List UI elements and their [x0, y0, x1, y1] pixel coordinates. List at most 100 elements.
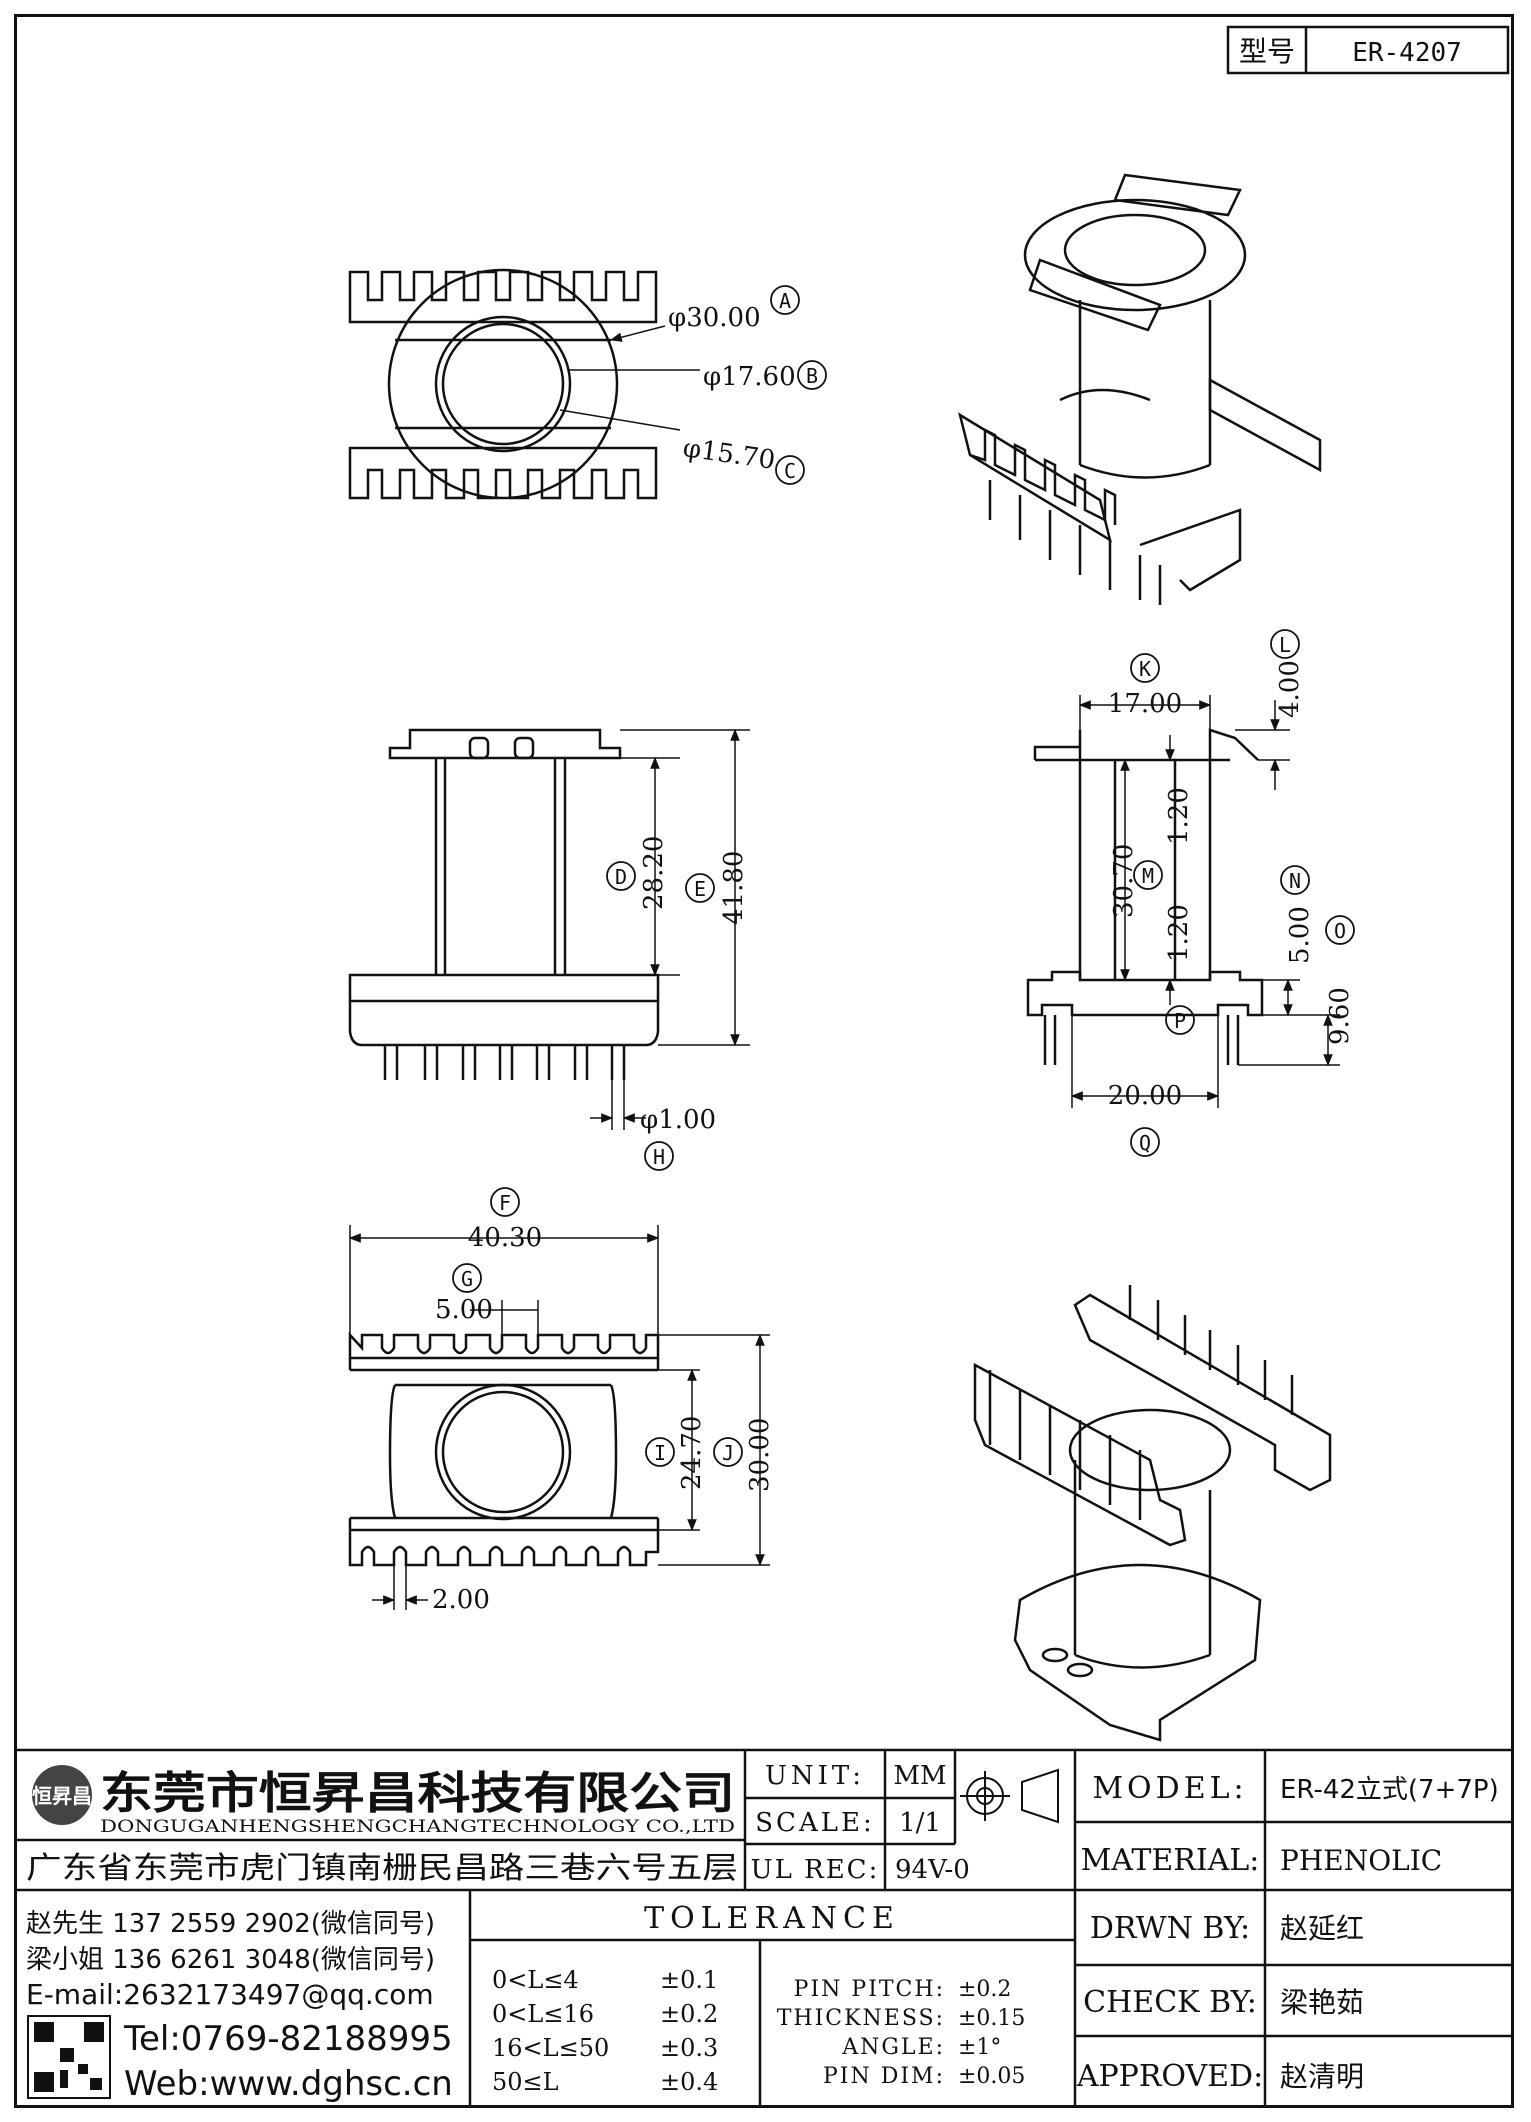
- unit-label: UNIT:: [765, 1761, 865, 1791]
- dim-c: φ15.70: [681, 433, 777, 476]
- tag-b: B: [797, 360, 827, 390]
- svg-text:P: P: [1174, 1009, 1186, 1033]
- thickness-value: ±0.15: [958, 2006, 1025, 2031]
- tag-g: G: [452, 1263, 482, 1293]
- svg-text:F: F: [499, 1191, 511, 1215]
- tag-p: P: [1165, 1005, 1195, 1035]
- material-value: PHENOLIC: [1280, 1844, 1442, 1877]
- dim-h: φ1.00: [640, 1105, 716, 1135]
- pin-dim-value: ±0.05: [958, 2064, 1025, 2089]
- title-block: [14, 1748, 1514, 2108]
- tolerance-extras: PIN PITCH: ±0.2 THICKNESS: ±0.15 ANGLE: …: [777, 1977, 1026, 2089]
- drwn-value: 赵延红: [1280, 1912, 1364, 1945]
- dim-g: 5.00: [435, 1295, 493, 1325]
- svg-text:G: G: [461, 1267, 473, 1291]
- isometric-view-top: [958, 173, 1322, 605]
- dim-q: 20.00: [1108, 1081, 1182, 1111]
- material-label: MATERIAL:: [1081, 1843, 1260, 1878]
- dim-pitch: 2.00: [432, 1585, 490, 1615]
- dim-b: φ17.60: [703, 362, 796, 392]
- pin-pitch-value: ±0.2: [958, 1977, 1011, 2002]
- check-value: 梁艳茹: [1280, 1986, 1364, 2019]
- dim-l: 4.00: [1275, 660, 1305, 718]
- company-name-en: DONGUGANHENGSHENGCHANGTECHNOLOGY CO.,LTD: [100, 1817, 735, 1837]
- company-address: 广东省东莞市虎门镇南栅民昌路三巷六号五层: [26, 1851, 738, 1886]
- scale-value: 1/1: [899, 1808, 941, 1838]
- model-box: 型号 ER-4207: [1226, 25, 1510, 75]
- tolerance-value-4: ±0.4: [660, 2068, 718, 2096]
- approved-label: APPROVED:: [1076, 2059, 1263, 2094]
- tolerance-range-2: 0<L≤16: [492, 2000, 594, 2028]
- contact-1: 赵先生 137 2559 2902(微信同号): [26, 1909, 435, 1939]
- svg-text:J: J: [722, 1441, 734, 1465]
- dim-m-top: 1.20: [1164, 787, 1194, 845]
- tolerance-value-2: ±0.2: [660, 2000, 718, 2028]
- tag-d: D: [606, 861, 636, 891]
- svg-text:H: H: [653, 1145, 665, 1169]
- svg-text:E: E: [694, 877, 706, 901]
- angle-label: ANGLE:: [841, 2035, 945, 2060]
- svg-text:K: K: [1139, 657, 1151, 681]
- tag-j: J: [713, 1437, 743, 1467]
- approved-value: 赵清明: [1280, 2060, 1364, 2093]
- company-logo: 恒昇昌: [32, 1765, 92, 1825]
- contact-web: Web:www.dghsc.cn: [124, 2064, 453, 2104]
- top-view: [348, 268, 700, 500]
- tag-h: H: [644, 1141, 674, 1171]
- ul-label: UL REC:: [751, 1855, 880, 1885]
- tag-m: M: [1133, 860, 1163, 890]
- svg-text:D: D: [615, 865, 627, 889]
- drawing-sheet: [14, 14, 1514, 2108]
- tolerance-range-4: 50≤L: [492, 2068, 559, 2096]
- dim-m: 30.70: [1109, 844, 1139, 918]
- thickness-label: THICKNESS:: [777, 2006, 945, 2031]
- model-value: ER-42立式(7+7P): [1280, 1775, 1499, 1805]
- front-view: [348, 728, 750, 1130]
- tolerance-range-1: 0<L≤4: [492, 1966, 579, 1994]
- model-box-label: 型号: [1239, 35, 1295, 68]
- svg-text:恒昇昌: 恒昇昌: [32, 1784, 92, 1808]
- dim-a: φ30.00: [668, 303, 761, 333]
- pin-pitch-label: PIN PITCH:: [794, 1977, 945, 2002]
- angle-value: ±1°: [958, 2035, 1001, 2060]
- tag-k: K: [1130, 653, 1160, 683]
- dim-o: 9.60: [1325, 987, 1355, 1045]
- tag-i: I: [645, 1437, 675, 1467]
- scale-label: SCALE:: [755, 1808, 875, 1838]
- svg-text:M: M: [1142, 864, 1154, 888]
- drwn-label: DRWN BY:: [1090, 1911, 1250, 1946]
- side-view: [1026, 695, 1340, 1108]
- pin-dim-label: PIN DIM:: [823, 2064, 945, 2089]
- model-label: MODEL:: [1092, 1771, 1247, 1806]
- contact-tel: Tel:0769-82188995: [123, 2019, 453, 2059]
- dim-d: 28.20: [639, 836, 669, 910]
- tolerance-rows: 0<L≤4 ±0.1 0<L≤16 ±0.2 16<L≤50 ±0.3 50≤L…: [492, 1966, 718, 2096]
- tag-n: N: [1280, 865, 1310, 895]
- dim-e: 41.80: [719, 851, 749, 925]
- dim-j: 30.00: [745, 1418, 775, 1492]
- dim-n: 5.00: [1285, 906, 1315, 964]
- contact-2: 梁小姐 136 6261 3048(微信同号): [26, 1945, 435, 1975]
- svg-text:A: A: [779, 289, 791, 313]
- tolerance-range-3: 16<L≤50: [492, 2034, 609, 2062]
- svg-text:B: B: [806, 364, 818, 388]
- svg-text:Q: Q: [1139, 1131, 1151, 1155]
- svg-text:L: L: [1279, 633, 1291, 657]
- bottom-view: [348, 1225, 770, 1610]
- tag-a: A: [770, 285, 800, 315]
- tag-q: Q: [1130, 1127, 1160, 1157]
- tag-c: C: [775, 455, 805, 485]
- isometric-view-bottom: [973, 1285, 1332, 1742]
- dim-i: 24.70: [677, 1416, 707, 1490]
- tolerance-value-3: ±0.3: [660, 2034, 718, 2062]
- tag-f: F: [490, 1187, 520, 1217]
- dim-f: 40.30: [468, 1223, 542, 1253]
- model-box-value: ER-4207: [1352, 38, 1462, 68]
- tolerance-title: TOLERANCE: [644, 1901, 900, 1936]
- projection-symbol-icon: [960, 1768, 1059, 1824]
- ul-value: 94V-0: [895, 1855, 970, 1885]
- svg-text:I: I: [654, 1441, 666, 1465]
- unit-value: MM: [893, 1761, 946, 1791]
- svg-text:O: O: [1334, 919, 1346, 943]
- tag-e: E: [685, 873, 715, 903]
